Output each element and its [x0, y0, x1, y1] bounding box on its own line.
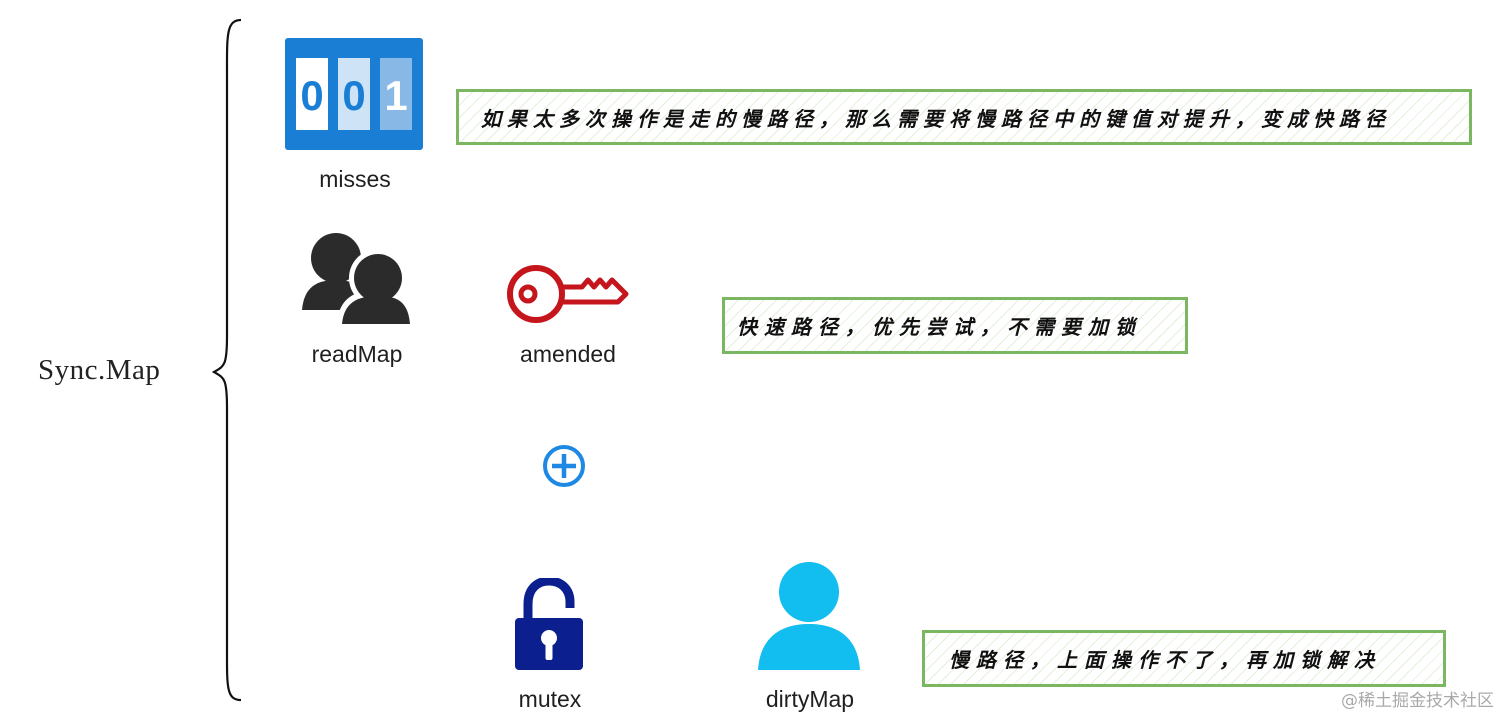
curly-brace [211, 18, 242, 702]
misses-label: misses [319, 166, 391, 192]
mutex-label: mutex [518, 686, 582, 712]
slow-path-note: 慢路径，上面操作不了，再加锁解决 [922, 630, 1446, 687]
counter-icon: 0 0 1 [285, 38, 423, 150]
watermark: @稀土掘金技术社区 [1341, 691, 1494, 711]
readmap-label: readMap [311, 341, 403, 367]
unlock-icon [515, 578, 583, 670]
diagram-title: Sync.Map [38, 354, 161, 386]
dirtymap-label: dirtyMap [765, 686, 855, 712]
amended-label: amended [520, 341, 616, 367]
user-icon [758, 562, 860, 670]
plus-circle-icon [543, 445, 585, 487]
misses-note: 如果太多次操作是走的慢路径，那么需要将慢路径中的键值对提升，变成快路径 [456, 89, 1472, 145]
users-icon [302, 233, 414, 328]
fast-path-note: 快速路径，优先尝试，不需要加锁 [722, 297, 1188, 354]
key-icon [507, 265, 629, 323]
misses-note-text: 如果太多次操作是走的慢路径，那么需要将慢路径中的键值对提升，变成快路径 [481, 106, 1391, 131]
slow-path-note-text: 慢路径，上面操作不了，再加锁解决 [949, 648, 1381, 672]
counter-digit: 1 [384, 72, 407, 119]
counter-digit: 0 [342, 72, 365, 119]
counter-digit: 0 [300, 72, 323, 119]
fast-path-note-text: 快速路径，优先尝试，不需要加锁 [737, 315, 1142, 339]
